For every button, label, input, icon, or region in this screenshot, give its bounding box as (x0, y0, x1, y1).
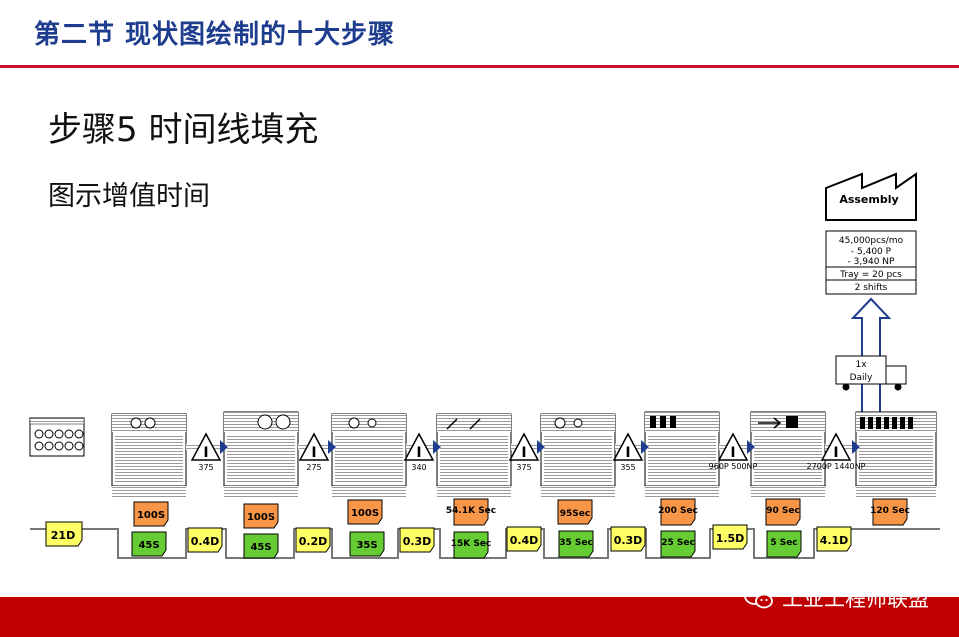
value-added-time-7: 5 Sec (766, 530, 802, 558)
customer-demand-np: - 3,940 NP (848, 257, 895, 267)
watermark: 工业工程师联盟 (744, 583, 929, 613)
inventory-count: 275 (306, 463, 321, 472)
page-title: 第二节 现状图绘制的十大步骤 (34, 20, 396, 50)
wait-time-3: 0.2D (295, 527, 331, 553)
inventory-triangle-3: I 340 (403, 432, 435, 472)
process-box-3 (331, 413, 407, 498)
cycle-time-1: 100S (133, 501, 169, 527)
watermark-text: 工业工程师联盟 (782, 587, 929, 611)
svg-text:4.1D: 4.1D (820, 534, 849, 547)
customer-name: Assembly (839, 193, 898, 206)
svg-text:45S: 45S (250, 542, 271, 553)
truck-icon: 1x Daily (835, 355, 907, 391)
svg-text:1.5D: 1.5D (716, 532, 745, 545)
wait-time-5: 0.4D (506, 526, 542, 552)
svg-text:120 Sec: 120 Sec (870, 506, 910, 516)
svg-text:35S: 35S (356, 540, 377, 551)
svg-text:0.4D: 0.4D (191, 535, 220, 548)
svg-text:5 Sec: 5 Sec (770, 538, 797, 548)
process-box-8 (855, 411, 937, 498)
wait-time-4: 0.3D (399, 527, 435, 553)
inventory-count: 2700P 1440NP (807, 462, 866, 471)
svg-text:0.3D: 0.3D (403, 535, 432, 548)
svg-text:15K Sec: 15K Sec (451, 539, 492, 549)
svg-text:100S: 100S (351, 508, 379, 519)
wait-time-1: 21D (45, 521, 83, 547)
value-added-time-1: 45S (131, 531, 167, 557)
inventory-count: 375 (198, 463, 213, 472)
svg-text:I: I (521, 445, 526, 461)
svg-text:0.2D: 0.2D (299, 535, 328, 548)
inventory-triangle-5: I 355 (612, 432, 644, 472)
svg-text:I: I (625, 445, 630, 461)
svg-text:35 Sec: 35 Sec (559, 538, 593, 548)
svg-text:100S: 100S (137, 510, 165, 521)
step-title: 步骤5 时间线填充 (48, 110, 319, 150)
svg-text:I: I (416, 445, 421, 461)
value-added-time-4: 15K Sec (451, 531, 492, 559)
svg-text:I: I (730, 445, 735, 461)
svg-text:0.3D: 0.3D (614, 534, 643, 547)
inventory-triangle-7: I 2700P 1440NP (807, 432, 866, 471)
value-added-time-2: 45S (243, 533, 279, 559)
svg-text:90 Sec: 90 Sec (766, 506, 800, 516)
inventory-triangle-2: I 275 (298, 432, 330, 472)
process-box-7 (750, 411, 826, 498)
inventory-triangle-1: I 375 (190, 432, 222, 472)
process-box-4 (436, 413, 512, 498)
cycle-time-5: 95Sec (557, 499, 593, 525)
inventory-count: 960P 500NP (709, 462, 758, 471)
svg-text:54.1K Sec: 54.1K Sec (446, 506, 496, 516)
footer-bar (0, 597, 959, 637)
customer-demand-p: - 5,400 P (851, 247, 892, 257)
process-box-5 (540, 413, 616, 498)
value-added-time-6: 25 Sec (660, 530, 696, 558)
process-box-6 (644, 411, 720, 498)
wait-time-6: 0.3D (610, 526, 646, 552)
value-added-time-3: 35S (349, 531, 385, 557)
svg-text:0.4D: 0.4D (510, 534, 539, 547)
process-box-2 (223, 411, 299, 498)
title-divider (0, 65, 959, 68)
inventory-count: 340 (411, 463, 426, 472)
wait-time-7: 1.5D (712, 524, 748, 550)
value-added-time-5: 35 Sec (558, 530, 594, 558)
svg-text:200 Sec: 200 Sec (658, 506, 698, 516)
inventory-triangle-6: I 960P 500NP (709, 432, 758, 471)
customer-demand: 45,000pcs/mo (839, 236, 904, 246)
cycle-time-4: 54.1K Sec (446, 498, 496, 526)
section-subtitle: 图示增值时间 (48, 181, 210, 212)
customer-factory-icon: Assembly (825, 172, 917, 221)
svg-text:I: I (311, 445, 316, 461)
wait-time-8: 4.1D (816, 526, 852, 552)
customer-tray: Tray = 20 pcs (839, 270, 902, 280)
wait-time-2: 0.4D (187, 527, 223, 553)
shipment-daily: Daily (850, 373, 873, 383)
cycle-time-7: 90 Sec (765, 498, 801, 526)
cycle-time-8: 120 Sec (870, 498, 910, 526)
customer-data-box: 45,000pcs/mo - 5,400 P - 3,940 NP Tray =… (825, 230, 917, 295)
svg-text:I: I (833, 445, 838, 461)
customer-shifts: 2 shifts (855, 283, 888, 293)
svg-text:I: I (203, 445, 208, 461)
process-box-1 (111, 413, 187, 498)
cycle-time-3: 100S (347, 499, 383, 525)
shipment-frequency: 1x (855, 360, 867, 370)
svg-text:100S: 100S (247, 512, 275, 523)
inventory-count: 375 (516, 463, 531, 472)
svg-text:95Sec: 95Sec (560, 509, 590, 519)
supplier-icon (29, 417, 85, 457)
svg-text:25 Sec: 25 Sec (661, 538, 695, 548)
cycle-time-2: 100S (243, 503, 279, 529)
svg-text:21D: 21D (51, 529, 75, 542)
inventory-triangle-4: I 375 (508, 432, 540, 472)
wechat-icon (744, 587, 773, 609)
inventory-count: 355 (620, 463, 635, 472)
svg-text:45S: 45S (138, 540, 159, 551)
cycle-time-6: 200 Sec (658, 498, 698, 526)
